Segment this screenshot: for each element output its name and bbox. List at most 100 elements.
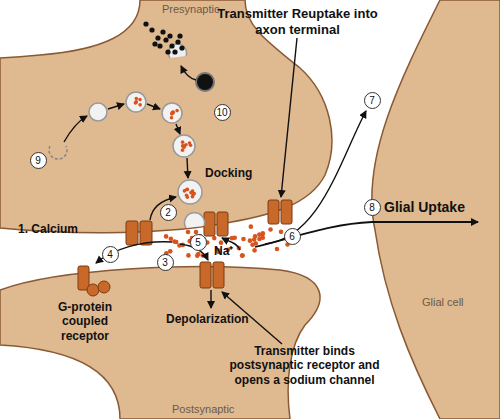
synaptic-vesicle [89, 103, 107, 121]
neurotransmitter-dot [254, 241, 259, 246]
annotation-label: Transmitter binds postsynaptic receptor … [222, 344, 387, 387]
neurotransmitter-dot [191, 190, 195, 194]
synaptic-vesicle [162, 103, 182, 123]
neurotransmitter-dot [138, 103, 142, 107]
neurotransmitter-dot [182, 145, 186, 149]
neurotransmitter-dot [181, 148, 185, 152]
callout-number: 2 [160, 204, 177, 221]
callout-number: 4 [102, 246, 119, 263]
released-molecule [143, 21, 148, 26]
released-molecule [149, 27, 154, 32]
neurotransmitter-dot [232, 235, 237, 240]
neurotransmitter-dot [164, 234, 169, 239]
annotation-label: G-protein coupled receptor [46, 300, 124, 343]
ion-label: Na⁺ [214, 244, 233, 258]
released-molecule [177, 33, 182, 38]
neurotransmitter-dot [134, 101, 138, 105]
channel-protein [213, 262, 224, 288]
neurotransmitter-dot [191, 189, 195, 193]
process-arrow [176, 124, 180, 134]
neurotransmitter-dot [240, 253, 245, 258]
released-molecule [165, 49, 170, 54]
neurotransmitter-dot [183, 189, 187, 193]
process-arrow [187, 158, 188, 178]
neurotransmitter-dot [260, 233, 265, 238]
neurotransmitter-dot [191, 195, 195, 199]
neurotransmitter-dot [171, 110, 175, 114]
released-molecule [157, 43, 162, 48]
process-arrow [281, 38, 297, 197]
annotation-label: Depolarization [166, 312, 249, 326]
process-arrow [108, 104, 124, 109]
channel-protein [281, 200, 292, 224]
cell-membrane [372, 0, 500, 419]
neurotransmitter-dot [188, 141, 192, 145]
cell-membrane [0, 267, 320, 419]
cell-name: Glial cell [422, 296, 464, 308]
callout-number: 3 [157, 254, 174, 271]
exocytic-pit [169, 44, 187, 58]
neurotransmitter-dot [186, 188, 190, 192]
cell-outline [0, 255, 340, 419]
neurotransmitter-dot [253, 234, 258, 239]
neurotransmitter-dot [186, 195, 190, 199]
released-molecule [155, 35, 160, 40]
released-molecule [172, 49, 177, 54]
neurotransmitter-dot [171, 111, 175, 115]
neurotransmitter-dot [257, 232, 262, 237]
callout-number: 7 [364, 92, 381, 109]
neurotransmitter-dot [248, 238, 253, 243]
neurotransmitter-dot [172, 239, 177, 244]
neurotransmitter-dot [171, 110, 175, 114]
callout-number: 10 [214, 104, 231, 121]
neurotransmitter-dot [174, 240, 179, 245]
neurotransmitter-dot [237, 246, 242, 251]
neurotransmitter-dot [138, 98, 142, 102]
annotation-label: Glial Uptake [384, 199, 465, 216]
neurotransmitter-dot [192, 192, 196, 196]
postsynaptic-cell: Postsynaptic [0, 255, 340, 419]
synaptic-vesicle [173, 135, 195, 157]
process-arrow [147, 104, 160, 109]
synaptic-vesicle [126, 92, 146, 112]
callout-number: 5 [190, 234, 207, 251]
channel-protein [204, 212, 215, 236]
neurotransmitter-dot [252, 237, 257, 242]
neurotransmitter-dot [169, 236, 174, 241]
cell-name: Postsynaptic [172, 403, 234, 415]
neurotransmitter-dot [182, 145, 186, 149]
neurotransmitter-dot [196, 252, 201, 257]
channel-protein [126, 221, 138, 245]
neurotransmitter-dot [168, 249, 173, 254]
released-molecule [167, 33, 172, 38]
neurotransmitter-dot [170, 111, 174, 115]
annotation-label: Transmitter Reuptake into axon terminal [215, 6, 380, 37]
dense-core-vesicle [196, 73, 214, 91]
neurotransmitter-dot [230, 236, 235, 241]
channel-protein [140, 221, 152, 245]
neurotransmitter-dot [170, 116, 174, 120]
neurotransmitter-dot [191, 193, 195, 197]
callout-number: 9 [30, 152, 47, 169]
neurotransmitter-dot [252, 248, 257, 253]
g-protein-subunit [87, 284, 99, 296]
neurotransmitter-dot [189, 191, 193, 195]
callout-number: 8 [364, 199, 381, 216]
channel-protein [200, 262, 211, 288]
neurotransmitter-dot [195, 253, 200, 258]
released-molecule [169, 43, 174, 48]
neurotransmitter-dot [249, 224, 254, 229]
neurotransmitter-dot [181, 140, 185, 144]
neurotransmitter-dot [181, 144, 185, 148]
neurotransmitter-dot [185, 188, 189, 192]
endocytic-pit [49, 146, 67, 159]
glial-uptake-arrow [255, 222, 478, 247]
channel-protein [78, 266, 89, 290]
neurotransmitter-dot [200, 253, 205, 258]
neurotransmitter-dot [189, 143, 193, 147]
neurotransmitter-dot [175, 109, 179, 113]
callout-number: 6 [284, 228, 301, 245]
neurotransmitter-dot [260, 235, 265, 240]
released-molecule [175, 39, 180, 44]
